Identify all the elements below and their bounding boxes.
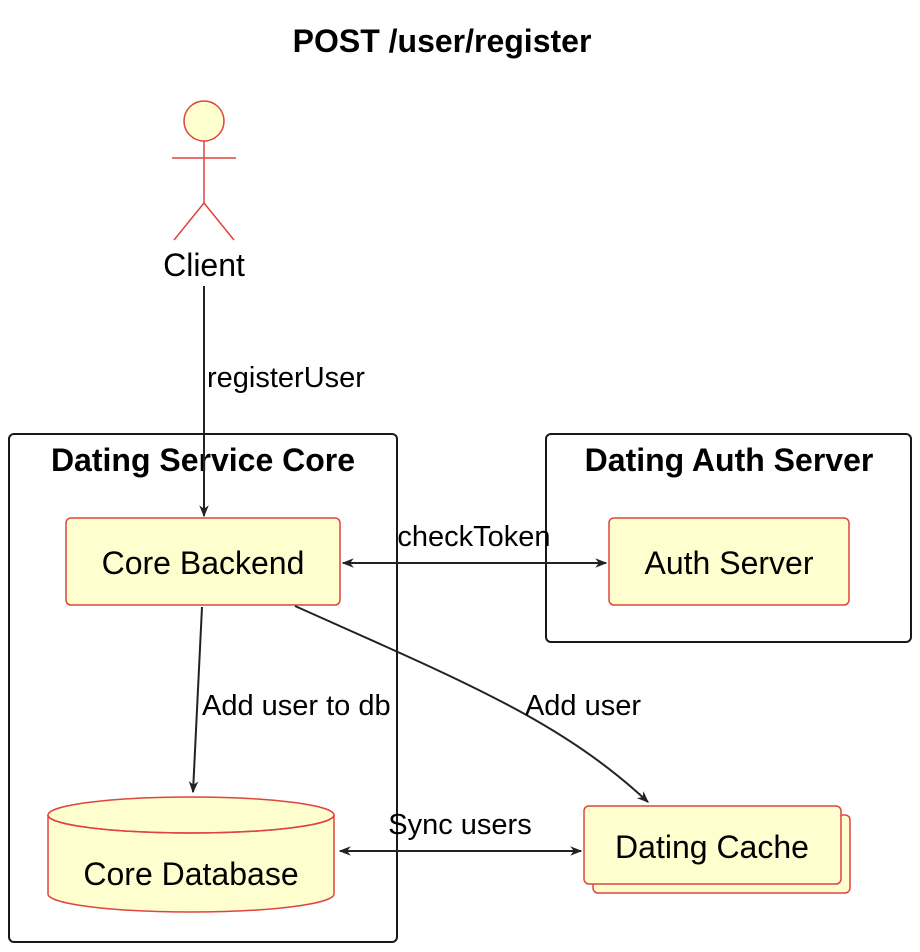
edge-register-user: registerUser: [199, 286, 365, 518]
core-database-label: Core Database: [83, 856, 298, 892]
actor-head-icon: [183, 100, 225, 142]
dating-cache-label: Dating Cache: [615, 829, 809, 865]
diagram-title: POST /user/register: [293, 23, 592, 59]
edge-check-token: checkToken: [341, 521, 608, 568]
edge-add-user: Add user: [294, 605, 649, 803]
node-auth-server[interactable]: Auth Server: [608, 517, 850, 606]
edge-sync-users: Sync users: [338, 809, 583, 856]
register-user-label: registerUser: [207, 362, 365, 394]
add-user-to-db-label: Add user to db: [202, 690, 391, 722]
client-actor: Client: [163, 100, 245, 283]
core-backend-label: Core Backend: [102, 545, 305, 581]
edge-add-user-to-db: Add user to db: [188, 606, 391, 794]
node-core-database[interactable]: Core Database: [47, 796, 335, 913]
sync-users-label: Sync users: [388, 809, 531, 841]
check-token-label: checkToken: [397, 521, 550, 553]
node-dating-cache[interactable]: Dating Cache: [583, 805, 851, 894]
add-user-label: Add user: [525, 690, 641, 722]
group-dating-auth-server: Dating Auth Server: [545, 433, 912, 643]
node-core-backend[interactable]: Core Backend: [65, 517, 341, 606]
auth-server-label: Auth Server: [645, 545, 814, 581]
database-icon: [47, 815, 335, 913]
group-auth-label: Dating Auth Server: [585, 442, 874, 478]
client-label: Client: [163, 247, 245, 283]
